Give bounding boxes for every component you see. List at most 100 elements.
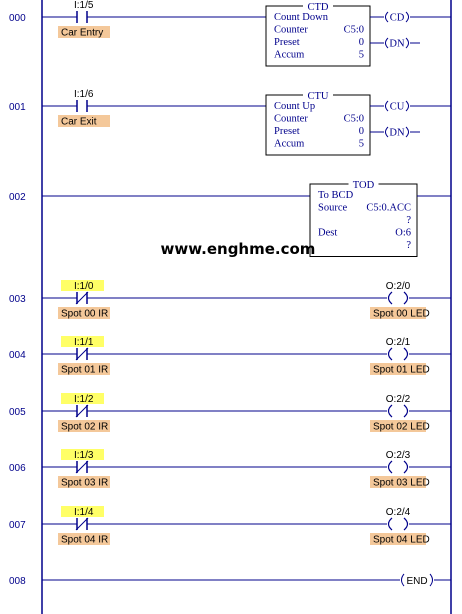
output-paren-left — [385, 126, 389, 138]
coil-label: Spot 04 LED — [373, 535, 430, 546]
contact-label: Car Entry — [61, 28, 103, 39]
coil-address: O:2/3 — [386, 450, 411, 461]
block-field-value: C5:0 — [344, 114, 364, 125]
rung-number: 004 — [9, 350, 26, 361]
block-field-label: Source — [318, 203, 347, 214]
coil-label: Spot 02 LED — [373, 422, 430, 433]
contact-address: I:1/1 — [74, 337, 94, 348]
rung-number: 008 — [9, 576, 26, 587]
rung-number: 001 — [9, 102, 26, 113]
contact-address-highlight — [61, 336, 104, 347]
block-field-label: Count Down — [274, 12, 329, 23]
block-field-label: Counter — [274, 114, 308, 125]
contact-label: Spot 01 IR — [61, 365, 108, 376]
instruction-block[interactable] — [265, 5, 371, 67]
contact-label-bg — [58, 363, 110, 375]
block-title: CTD — [308, 2, 329, 13]
block-output-bit: CD — [390, 13, 405, 24]
contact-label-bg — [58, 533, 110, 545]
contact-address-highlight — [61, 280, 104, 291]
rung-number: 003 — [9, 294, 26, 305]
contact-address: I:1/3 — [74, 450, 94, 461]
contact-slash — [75, 517, 89, 531]
block-field-label: Dest — [318, 228, 337, 239]
block-field-value: C5:0 — [344, 25, 364, 36]
coil-paren-left[interactable] — [387, 460, 393, 474]
block-title-gap — [303, 93, 333, 98]
block-field-value: O:6 — [395, 228, 411, 239]
contact-slash — [75, 460, 89, 474]
contact-label-bg — [58, 476, 110, 488]
contact-label: Spot 02 IR — [61, 422, 108, 433]
coil-label: Spot 03 LED — [373, 478, 430, 489]
block-field-label: Counter — [274, 25, 308, 36]
block-field-label: Preset — [274, 126, 300, 137]
contact-label: Spot 04 IR — [61, 535, 108, 546]
rung-number: 002 — [9, 192, 26, 203]
coil-paren-right[interactable] — [403, 517, 409, 531]
block-field-value: 5 — [359, 50, 364, 61]
coil-address: O:2/1 — [386, 337, 411, 348]
contact-address: I:1/4 — [74, 507, 94, 518]
contact-label: Car Exit — [61, 117, 97, 128]
coil-label: Spot 00 LED — [373, 309, 430, 320]
block-title: CTU — [308, 91, 329, 102]
instruction-block[interactable] — [309, 183, 418, 257]
block-field-value: C5:0.ACC — [366, 203, 411, 214]
block-output-bit: DN — [389, 128, 405, 139]
block-field-label: Accum — [274, 139, 304, 150]
coil-paren-left[interactable] — [387, 404, 393, 418]
contact-label-bg — [58, 115, 110, 127]
block-field-value: 0 — [359, 37, 364, 48]
contact-address-highlight — [61, 506, 104, 517]
contact-address-highlight — [61, 393, 104, 404]
contact-slash — [75, 404, 89, 418]
contact-label-bg — [58, 26, 110, 38]
block-field-label: Count Up — [274, 101, 315, 112]
output-paren-right — [405, 11, 409, 23]
block-field-value: 5 — [359, 139, 364, 150]
coil-label-bg — [370, 476, 426, 488]
block-field-value: ? — [406, 215, 411, 226]
coil-paren-left[interactable] — [387, 291, 393, 305]
block-field-value: 0 — [359, 126, 364, 137]
contact-address-highlight — [61, 449, 104, 460]
coil-label-bg — [370, 420, 426, 432]
block-output-bit: CU — [390, 102, 405, 113]
coil-paren-left[interactable] — [387, 517, 393, 531]
block-field-label: To BCD — [318, 190, 354, 201]
coil-label-bg — [370, 307, 426, 319]
contact-address: I:1/6 — [74, 89, 94, 100]
output-paren-left — [385, 100, 389, 112]
end-instruction: END — [406, 576, 427, 587]
rung-number: 000 — [9, 13, 26, 24]
coil-paren-right[interactable] — [403, 460, 409, 474]
rung-number: 006 — [9, 463, 26, 474]
coil-paren-left[interactable] — [387, 347, 393, 361]
coil-address: O:2/0 — [386, 281, 411, 292]
output-paren-right — [405, 100, 409, 112]
contact-label-bg — [58, 307, 110, 319]
end-paren-left — [401, 573, 405, 587]
output-paren-left — [385, 11, 389, 23]
coil-label: Spot 01 LED — [373, 365, 430, 376]
output-paren-left — [385, 37, 389, 49]
contact-label: Spot 00 IR — [61, 309, 108, 320]
coil-paren-right[interactable] — [403, 404, 409, 418]
rung-number: 005 — [9, 407, 26, 418]
coil-paren-right[interactable] — [403, 347, 409, 361]
block-field-value: ? — [406, 240, 411, 251]
block-field-label: Preset — [274, 37, 300, 48]
coil-paren-right[interactable] — [403, 291, 409, 305]
block-title: TOD — [353, 180, 375, 191]
block-output-bit: DN — [389, 39, 405, 50]
coil-address: O:2/4 — [386, 507, 411, 518]
watermark-text: www.enghme.com — [160, 240, 316, 258]
contact-slash — [75, 347, 89, 361]
coil-label-bg — [370, 363, 426, 375]
rung-number: 007 — [9, 520, 26, 531]
output-paren-right — [405, 37, 409, 49]
contact-label-bg — [58, 420, 110, 432]
contact-address: I:1/0 — [74, 281, 94, 292]
